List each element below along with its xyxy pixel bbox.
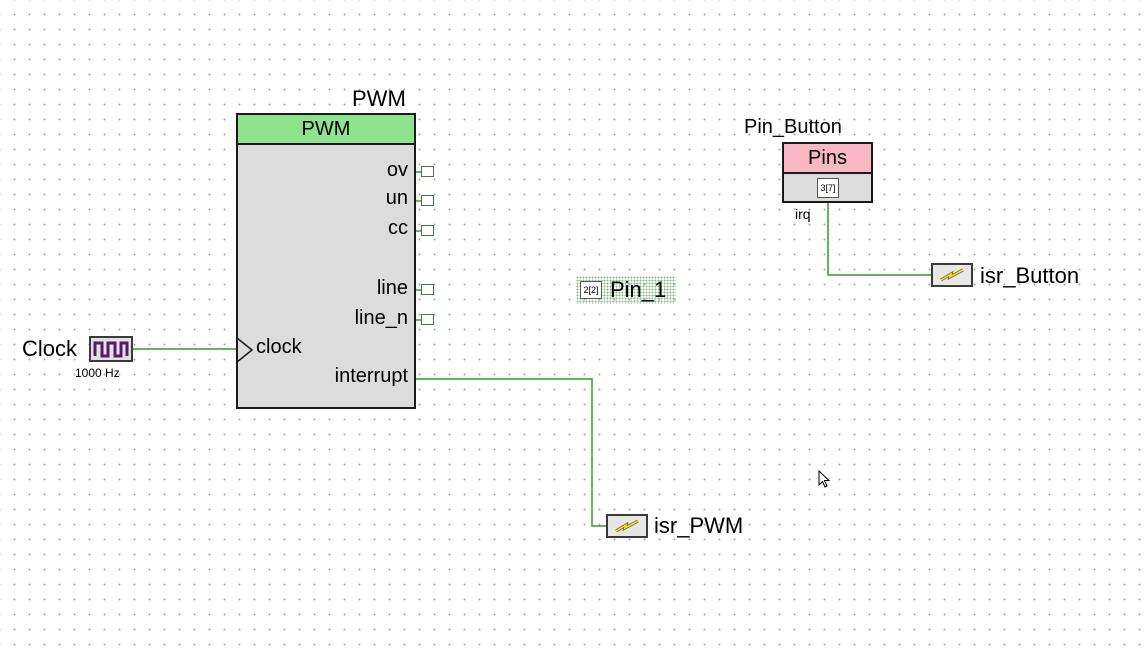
wire-irq[interactable] bbox=[827, 203, 931, 276]
pins-header: Pins bbox=[784, 144, 871, 174]
clock-name: Clock bbox=[22, 336, 78, 361]
pwm-instance-name: PWM bbox=[352, 86, 406, 111]
wire-interrupt[interactable] bbox=[415, 378, 606, 527]
pin-button-instance-name: Pin_Button bbox=[744, 116, 842, 138]
square-wave-icon bbox=[93, 341, 129, 358]
pin-1-component[interactable]: 2[2] Pin_1 bbox=[576, 276, 676, 304]
port-line: line bbox=[376, 277, 408, 299]
pin-button-component[interactable]: Pins 3[7] bbox=[782, 142, 873, 203]
port-irq: irq bbox=[795, 206, 811, 222]
isr-pwm-name: isr_PWM bbox=[654, 513, 744, 538]
terminal-line[interactable] bbox=[421, 284, 434, 295]
port-clock: clock bbox=[256, 336, 302, 358]
isr-pwm-component[interactable] bbox=[606, 514, 648, 538]
terminal-un[interactable] bbox=[421, 195, 434, 206]
port-ov: ov bbox=[386, 159, 408, 181]
isr-button-name: isr_Button bbox=[980, 263, 1080, 288]
clock-component[interactable] bbox=[89, 336, 133, 362]
pwm-header: PWM bbox=[238, 115, 414, 145]
isr-button-component[interactable] bbox=[931, 263, 973, 287]
port-cc: cc bbox=[388, 217, 408, 239]
mouse-cursor-icon bbox=[818, 470, 831, 488]
lightning-icon bbox=[615, 519, 639, 533]
terminal-line-n[interactable] bbox=[421, 314, 434, 325]
pin-button-chip: 3[7] bbox=[817, 178, 839, 198]
pin-1-chip: 2[2] bbox=[580, 281, 602, 299]
lightning-icon bbox=[940, 268, 964, 282]
pwm-component[interactable]: PWM bbox=[236, 113, 416, 409]
pin-1-name: Pin_1 bbox=[610, 277, 667, 302]
clock-input-marker-icon bbox=[236, 337, 254, 363]
port-line-n: line_n bbox=[354, 307, 408, 329]
clock-frequency: 1000 Hz bbox=[75, 366, 120, 380]
port-interrupt: interrupt bbox=[334, 365, 408, 387]
terminal-ov[interactable] bbox=[421, 166, 434, 177]
terminal-cc[interactable] bbox=[421, 225, 434, 236]
port-un: un bbox=[385, 187, 408, 209]
